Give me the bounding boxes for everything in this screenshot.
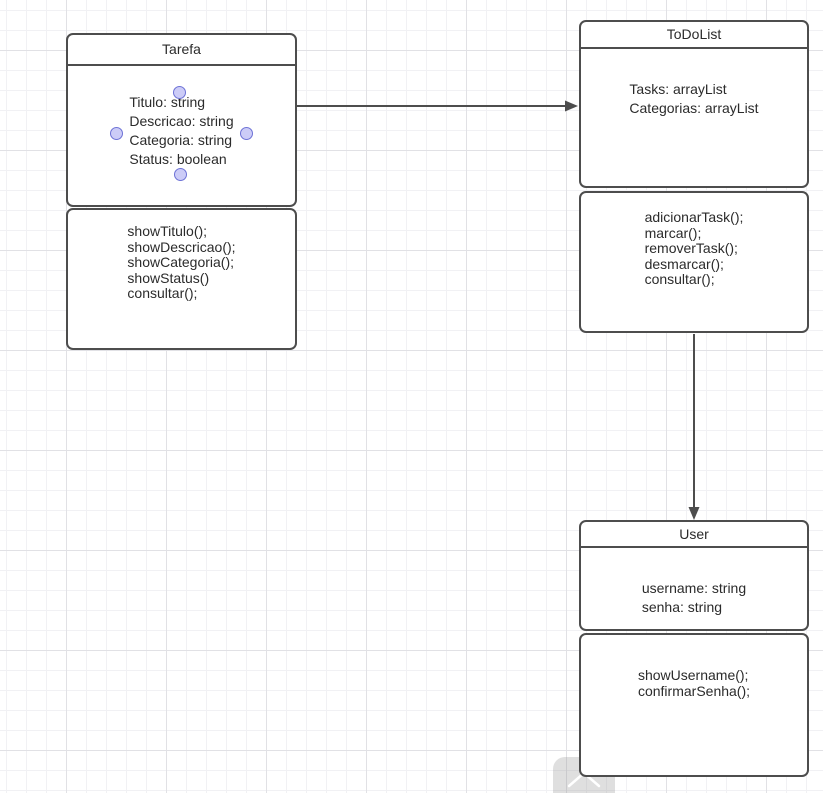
edge-todolist-to-user[interactable] (688, 334, 700, 520)
connection-point-bottom[interactable] (174, 168, 187, 181)
class-box-user[interactable]: User (579, 520, 809, 631)
arrowhead-down-icon (688, 507, 700, 520)
arrowhead-right-icon (565, 100, 578, 112)
edge-tarefa-to-todolist[interactable] (297, 100, 578, 112)
connection-point-right[interactable] (240, 127, 253, 140)
class-methods-box-tarefa[interactable] (66, 208, 297, 350)
connection-point-left[interactable] (110, 127, 123, 140)
connection-point-top[interactable] (173, 86, 186, 99)
class-title-todolist: ToDoList (581, 22, 807, 49)
class-title-user: User (581, 522, 807, 548)
class-methods-box-todolist[interactable] (579, 191, 809, 333)
class-title-tarefa: Tarefa (68, 35, 295, 66)
class-box-todolist[interactable]: ToDoList (579, 20, 809, 188)
class-methods-box-user[interactable] (579, 633, 809, 777)
